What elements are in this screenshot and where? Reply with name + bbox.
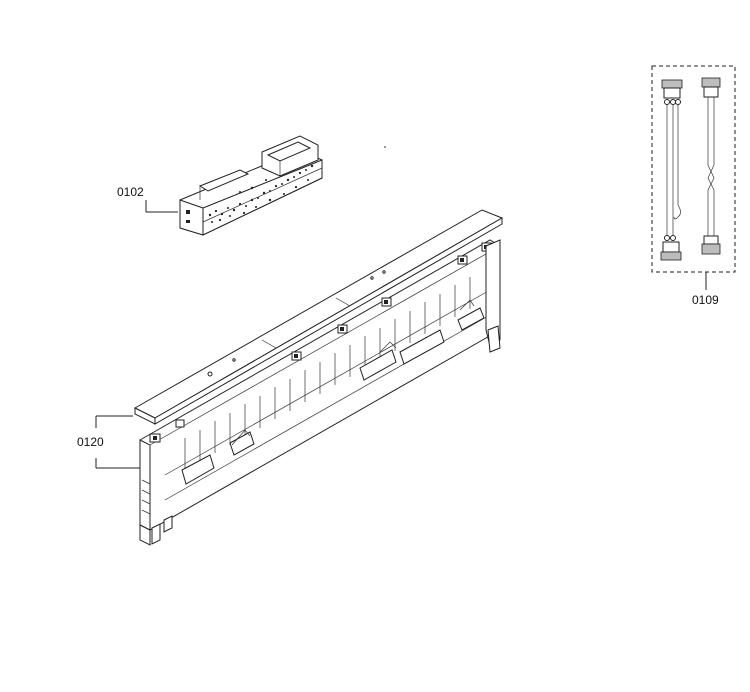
cable-harness-icon[interactable] [660,77,721,261]
part-label-0102: 0102 [117,185,144,199]
part-label-0109: 0109 [692,293,719,307]
control-panel-fascia-icon[interactable] [133,209,504,546]
wire-harness-frame [651,65,736,273]
electronic-module-icon[interactable] [179,135,323,236]
part-label-0120: 0120 [77,435,104,449]
leader-line-0120 [95,415,140,469]
